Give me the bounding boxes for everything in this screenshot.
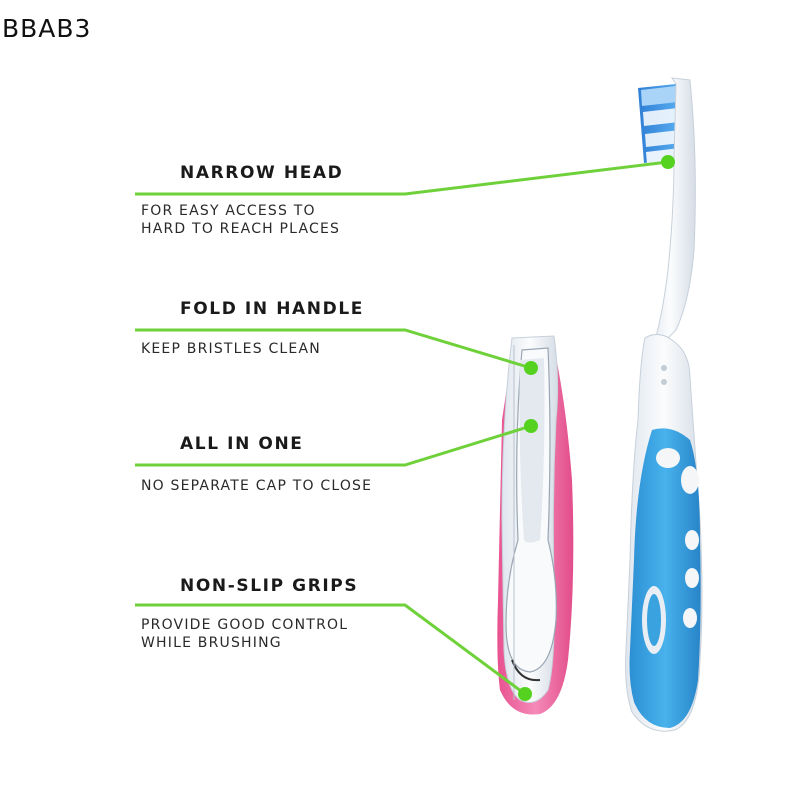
callout-line-grips — [135, 603, 526, 696]
callout-line-narrow-head — [135, 160, 669, 196]
feature-desc-line: WHILE BRUSHING — [141, 635, 282, 651]
feature-desc-narrow-head: FOR EASY ACCESS TO HARD TO REACH PLACES — [141, 202, 340, 238]
open-toothbrush — [625, 77, 703, 732]
feature-title-grips: NON-SLIP GRIPS — [180, 576, 359, 596]
callout-dot-all-in-one — [524, 419, 538, 433]
feature-desc-line: HARD TO REACH PLACES — [141, 221, 341, 237]
feature-title-narrow-head: NARROW HEAD — [180, 163, 344, 183]
folded-toothbrush — [497, 335, 574, 715]
watermark: BBAB3 — [2, 14, 92, 43]
callout-line-fold-handle — [135, 328, 532, 370]
feature-desc-grips: PROVIDE GOOD CONTROL WHILE BRUSHING — [141, 616, 348, 652]
blue-grip — [629, 428, 701, 728]
feature-desc-line: KEEP BRISTLES CLEAN — [141, 341, 321, 357]
feature-desc-line: FOR EASY ACCESS TO — [141, 203, 316, 219]
feature-desc-line: PROVIDE GOOD CONTROL — [141, 617, 349, 633]
callout-dot-grips — [518, 687, 532, 701]
callouts — [135, 155, 675, 701]
callout-dot-fold-handle — [524, 361, 538, 375]
callout-dot-narrow-head — [661, 155, 675, 169]
feature-title-fold-handle: FOLD IN HANDLE — [180, 299, 364, 319]
callout-line-all-in-one — [135, 424, 532, 467]
feature-desc-line: NO SEPARATE CAP TO CLOSE — [141, 478, 373, 494]
feature-title-all-in-one: ALL IN ONE — [180, 434, 304, 454]
feature-desc-all-in-one: NO SEPARATE CAP TO CLOSE — [141, 477, 372, 495]
feature-desc-fold-handle: KEEP BRISTLES CLEAN — [141, 340, 321, 358]
